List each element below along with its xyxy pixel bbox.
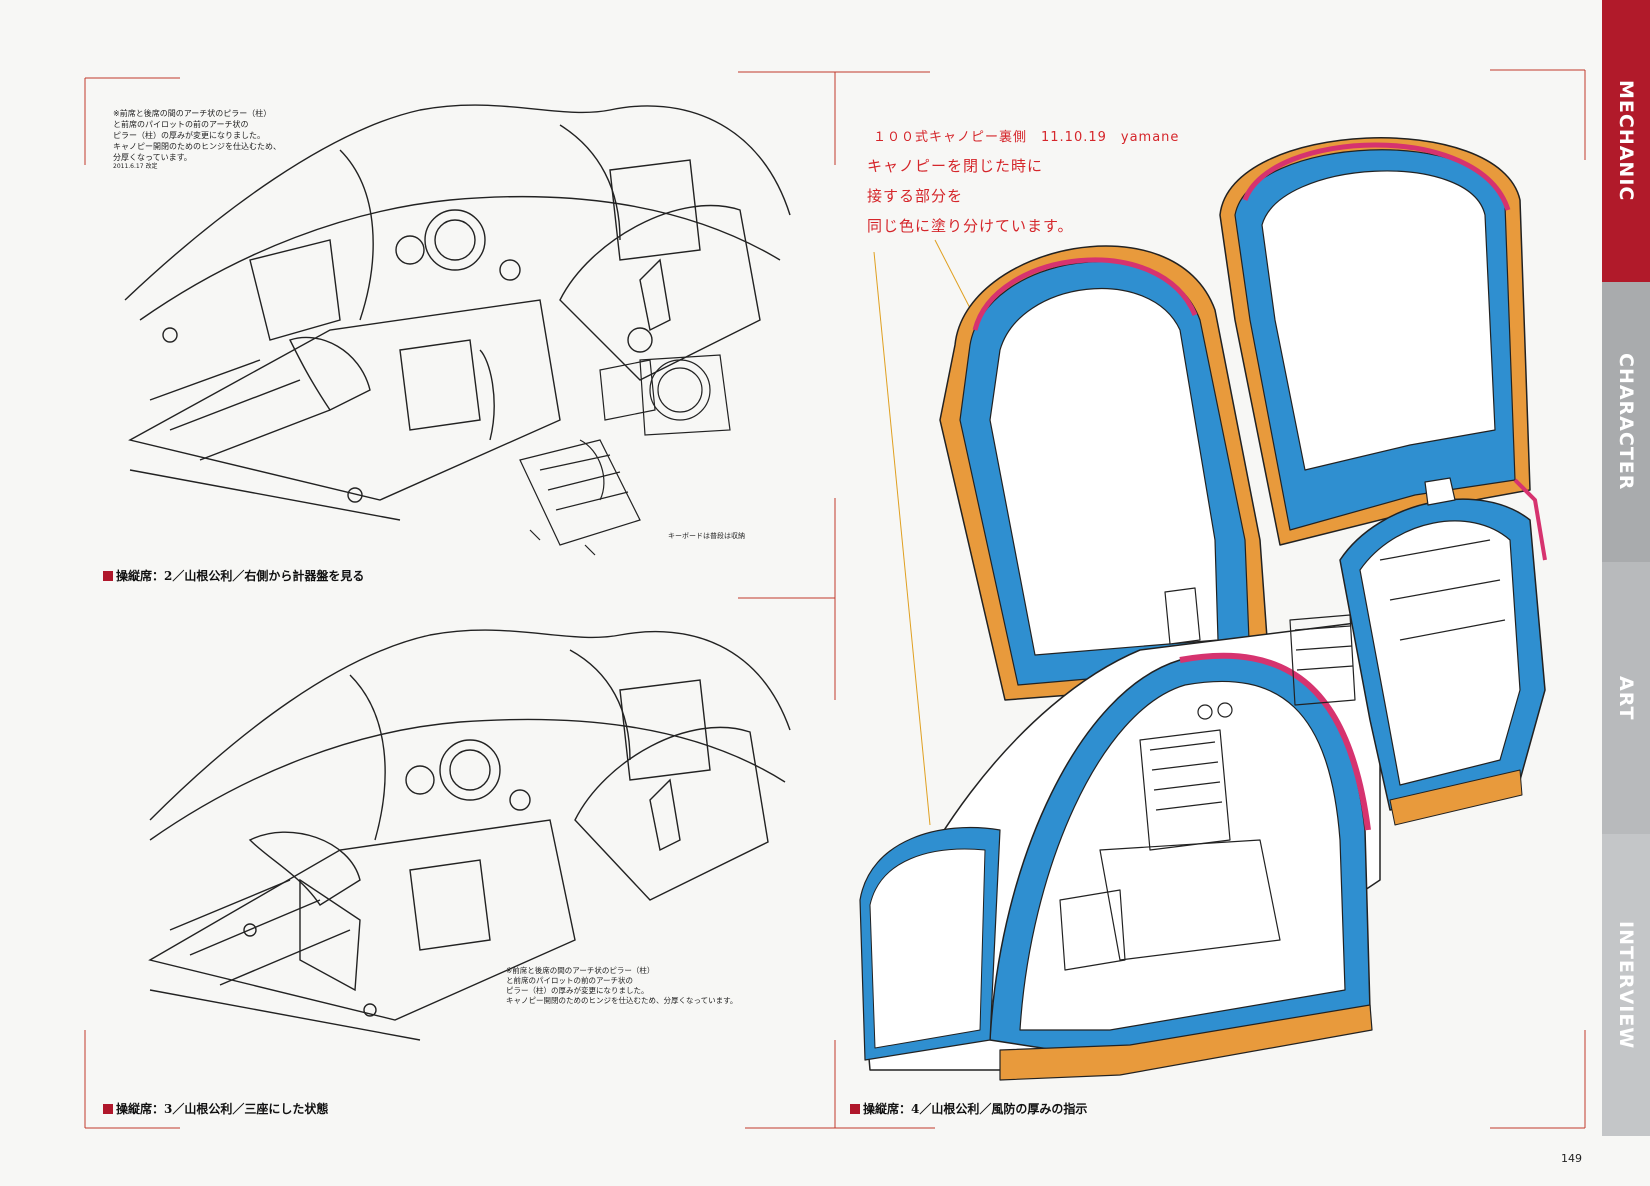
caption-marker-square <box>850 1104 860 1114</box>
tab-interview[interactable]: INTERVIEW <box>1602 834 1650 1136</box>
cockpit-drawing-3 <box>148 629 791 1041</box>
caption-figure-3-text: 操縦席：3／山根公利／三座にした状態 <box>116 1102 329 1116</box>
tab-mechanic-label: MECHANIC <box>1615 80 1637 202</box>
page-number: 149 <box>1561 1152 1582 1165</box>
tab-character-label: CHARACTER <box>1615 353 1637 491</box>
handwritten-note-line-3: 接する部分を <box>867 187 964 205</box>
revision-note-date: 2011.6.17 改定 <box>113 163 158 170</box>
revision-note-top-line-1: ※前席と後席の間のアーチ状のピラー（柱） <box>113 109 272 118</box>
revision-note-top-line-4: キャノピー開閉のためのヒンジを仕込むため、 <box>113 142 281 151</box>
keyboard-inset-drawing <box>519 354 731 556</box>
caption-figure-3: 操縦席：3／山根公利／三座にした状態 <box>103 1100 328 1117</box>
section-tabs: MECHANIC CHARACTER ART INTERVIEW <box>1602 0 1650 1186</box>
cockpit-drawing-2 <box>124 104 791 521</box>
handwritten-note-line-2: キャノピーを閉じた時に <box>867 157 1044 175</box>
crop-marks <box>84 69 1586 1129</box>
revision-note-top-line-3: ピラー（柱）の厚みが変更になりました。 <box>113 131 265 140</box>
canopy-drawing-4 <box>859 137 1547 1081</box>
caption-marker-square <box>103 1104 113 1114</box>
tab-character[interactable]: CHARACTER <box>1602 282 1650 562</box>
tab-mechanic[interactable]: MECHANIC <box>1602 0 1650 282</box>
caption-figure-2-text: 操縦席：2／山根公利／右側から計器盤を見る <box>116 569 365 583</box>
revision-note-middle-line-3: ピラー（柱）の厚みが変更になりました。 <box>506 986 649 995</box>
revision-note-middle-line-1: ※前席と後席の間のアーチ状のピラー（柱） <box>506 966 655 975</box>
keyboard-note: キーボードは普段は収納 <box>668 532 745 540</box>
handwritten-note-line-4: 同じ色に塗り分けています。 <box>867 217 1074 235</box>
caption-figure-4-text: 操縦席：4／山根公利／風防の厚みの指示 <box>863 1102 1088 1116</box>
caption-marker-square <box>103 571 113 581</box>
caption-figure-4: 操縦席：4／山根公利／風防の厚みの指示 <box>850 1100 1087 1117</box>
revision-note-middle-line-2: と前席のパイロットの前のアーチ状の <box>506 976 634 985</box>
revision-note-middle: ※前席と後席の間のアーチ状のピラー（柱） と前席のパイロットの前のアーチ状の ピ… <box>506 966 737 1006</box>
tab-interview-label: INTERVIEW <box>1615 920 1637 1050</box>
handwritten-note-title: １００式キャノピー裏側 11.10.19 yamane <box>873 130 1180 145</box>
revision-note-top: ※前席と後席の間のアーチ状のピラー（柱） と前席のパイロットの前のアーチ状の ピ… <box>113 108 281 171</box>
revision-note-top-line-5: 分厚くなっています。 <box>113 153 192 162</box>
revision-note-top-line-2: と前席のパイロットの前のアーチ状の <box>113 120 249 129</box>
revision-note-middle-line-4: キャノピー開閉のためのヒンジを仕込むため、分厚くなっています。 <box>506 996 738 1005</box>
caption-figure-2: 操縦席：2／山根公利／右側から計器盤を見る <box>103 567 364 584</box>
tab-art-label: ART <box>1615 675 1637 721</box>
tab-art[interactable]: ART <box>1602 562 1650 834</box>
